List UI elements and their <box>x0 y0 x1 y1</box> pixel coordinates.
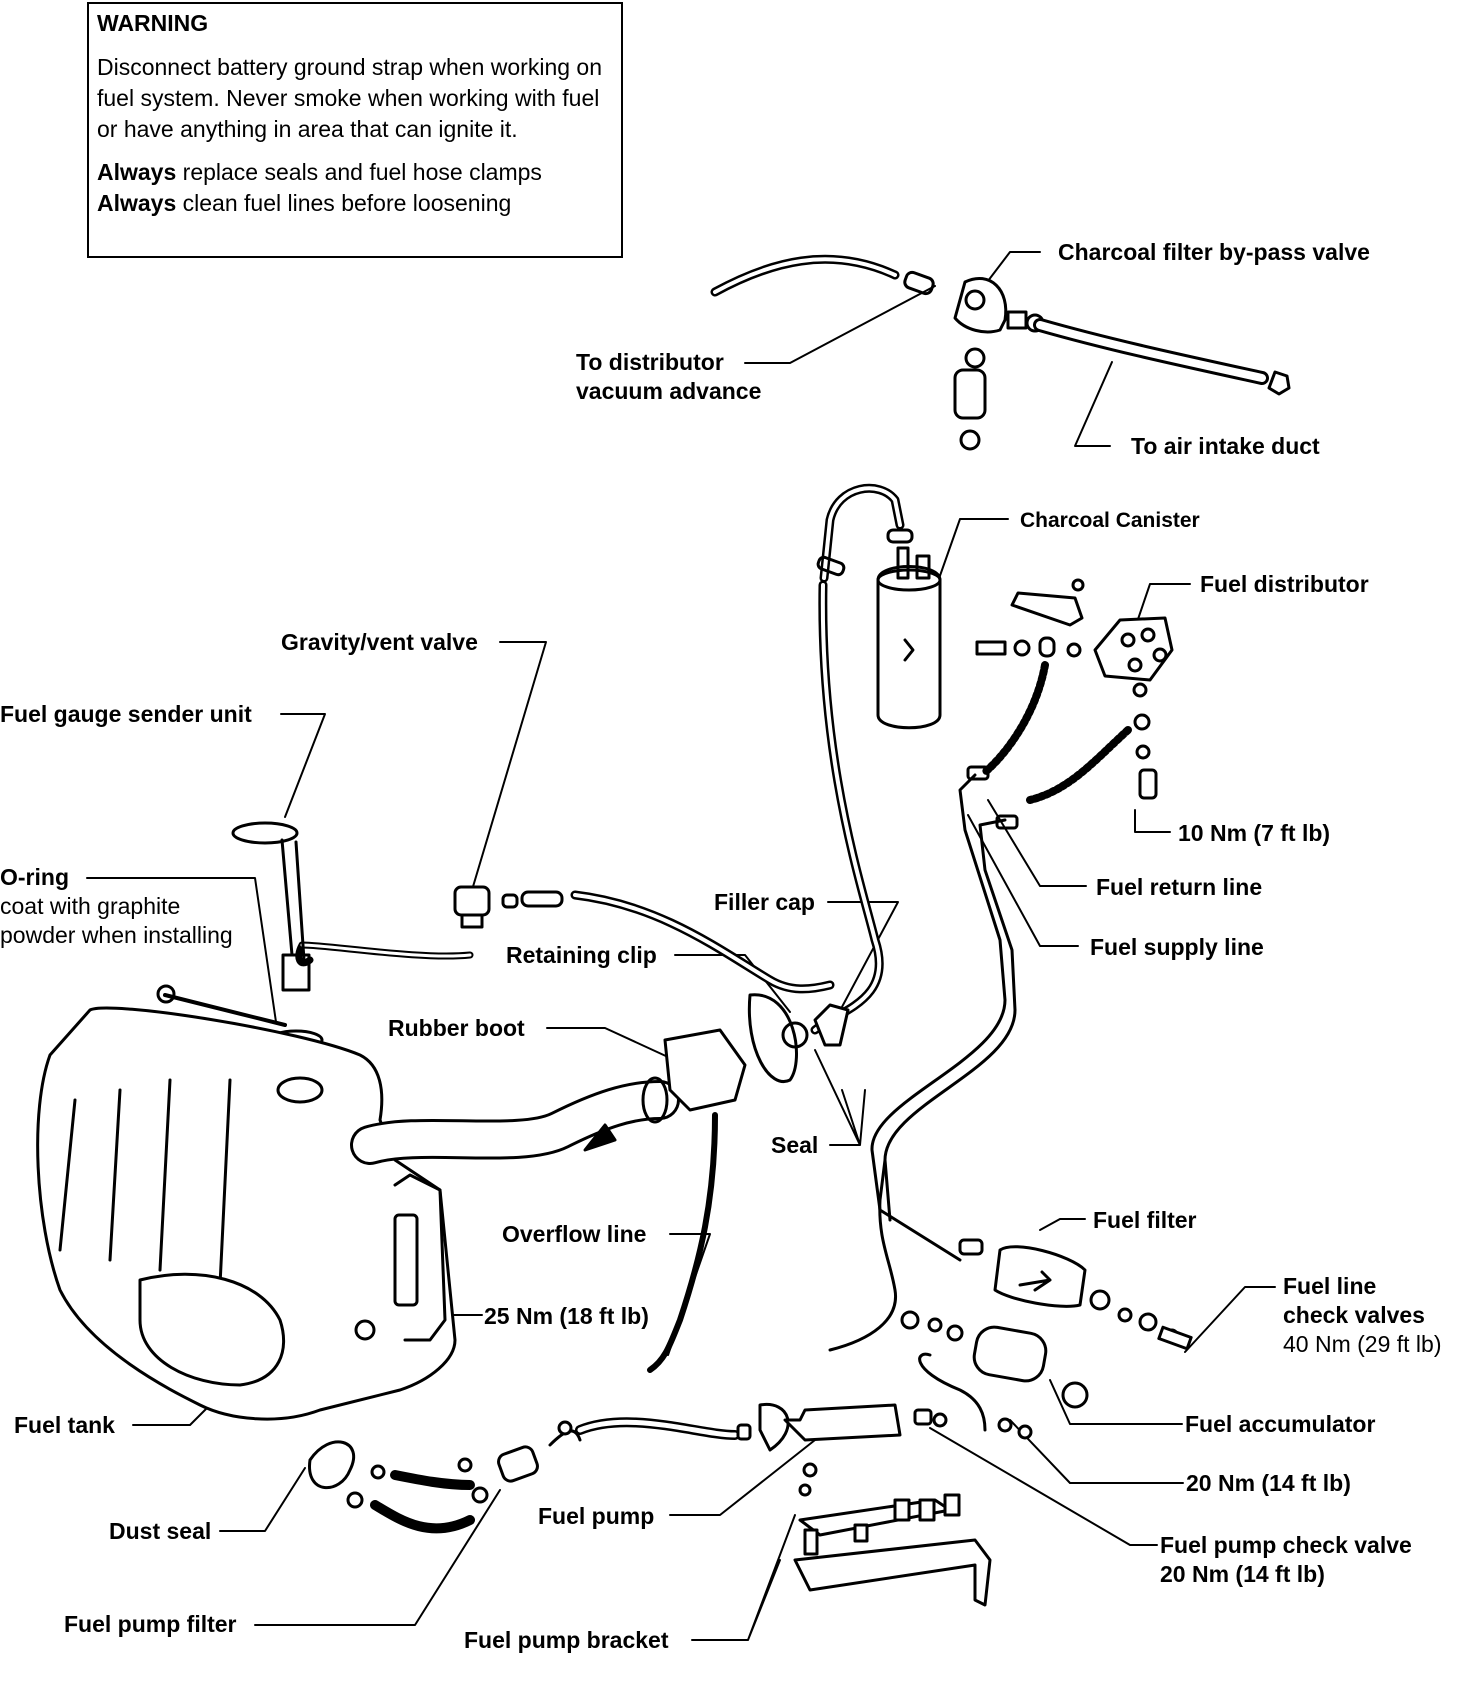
warning-text-2: replace seals and fuel hose clamps <box>176 159 542 185</box>
label-o-ring: O-ring coat with graphite powder when in… <box>0 863 233 950</box>
warning-text-1: Disconnect battery ground strap when wor… <box>97 54 603 142</box>
label-fuel-pump-filter: Fuel pump filter <box>64 1611 237 1637</box>
warning-line-lines: Always clean fuel lines before loosening <box>97 188 613 219</box>
bypass-valve-assembly <box>710 254 1291 451</box>
warning-line-seals: Always replace seals and fuel hose clamp… <box>97 157 613 188</box>
label-torque-25nm: 25 Nm (18 ft lb) <box>484 1303 649 1329</box>
label-charcoal-bypass-valve: Charcoal filter by-pass valve <box>1058 239 1370 265</box>
label-fuel-pump-bracket: Fuel pump bracket <box>464 1627 669 1653</box>
warning-emphasis: Always <box>97 190 177 216</box>
label-charcoal-canister: Charcoal Canister <box>1020 509 1200 532</box>
label-line: Fuel pump check valve <box>1160 1532 1412 1558</box>
charcoal-canister-assembly <box>810 483 942 1035</box>
leader-lines <box>86 251 1276 1641</box>
label-fuel-distributor: Fuel distributor <box>1200 571 1369 597</box>
label-line: coat with graphite <box>0 893 181 919</box>
fuel-pump-area <box>308 1403 992 1607</box>
warning-emphasis: Always <box>97 159 177 185</box>
label-dust-seal: Dust seal <box>109 1518 212 1544</box>
label-to-distributor: To distributor vacuum advance <box>576 348 761 406</box>
label-retaining-clip: Retaining clip <box>506 942 657 968</box>
label-fuel-tank: Fuel tank <box>14 1412 115 1438</box>
filler-neck <box>350 993 850 1165</box>
label-line: 20 Nm (14 ft lb) <box>1160 1561 1325 1587</box>
label-line: powder when installing <box>0 922 233 948</box>
label-fuel-line-check-valves: Fuel line check valves 40 Nm (29 ft lb) <box>1283 1272 1442 1359</box>
fuel-tank-body <box>36 1006 457 1421</box>
label-line: check valves <box>1283 1302 1425 1328</box>
label-fuel-pump: Fuel pump <box>538 1503 655 1529</box>
fuel-lines <box>828 765 1019 1352</box>
label-fuel-return-line: Fuel return line <box>1096 874 1263 900</box>
overflow-line <box>647 1112 718 1373</box>
label-torque-10nm: 10 Nm (7 ft lb) <box>1178 820 1331 846</box>
label-seal: Seal <box>771 1132 819 1158</box>
label-line: vacuum advance <box>576 378 762 404</box>
label-line: O-ring <box>0 864 69 890</box>
label-gravity-vent-valve: Gravity/vent valve <box>281 629 478 655</box>
fuel-filter-accumulator <box>900 1238 1193 1440</box>
label-torque-20nm: 20 Nm (14 ft lb) <box>1186 1470 1351 1496</box>
label-rubber-boot: Rubber boot <box>388 1015 525 1041</box>
label-fuel-accumulator: Fuel accumulator <box>1185 1411 1376 1437</box>
warning-box: WARNING Disconnect battery ground strap … <box>87 2 623 258</box>
label-line: 40 Nm (29 ft lb) <box>1283 1331 1442 1357</box>
gravity-vent-and-sender <box>156 821 835 1051</box>
label-overflow-line: Overflow line <box>502 1221 647 1247</box>
warning-title: WARNING <box>97 10 209 36</box>
fuel-distributor-assembly <box>975 578 1174 804</box>
label-line: To distributor <box>576 349 724 375</box>
label-fuel-supply-line: Fuel supply line <box>1090 934 1264 960</box>
label-filler-cap: Filler cap <box>714 889 815 915</box>
label-line: Fuel line <box>1283 1273 1377 1299</box>
label-fuel-filter: Fuel filter <box>1093 1207 1197 1233</box>
warning-text-3: clean fuel lines before loosening <box>176 190 512 216</box>
label-fuel-gauge-sender-unit: Fuel gauge sender unit <box>0 701 252 727</box>
label-to-air-intake-duct: To air intake duct <box>1131 433 1320 459</box>
label-fuel-pump-check-valve: Fuel pump check valve 20 Nm (14 ft lb) <box>1160 1531 1412 1589</box>
